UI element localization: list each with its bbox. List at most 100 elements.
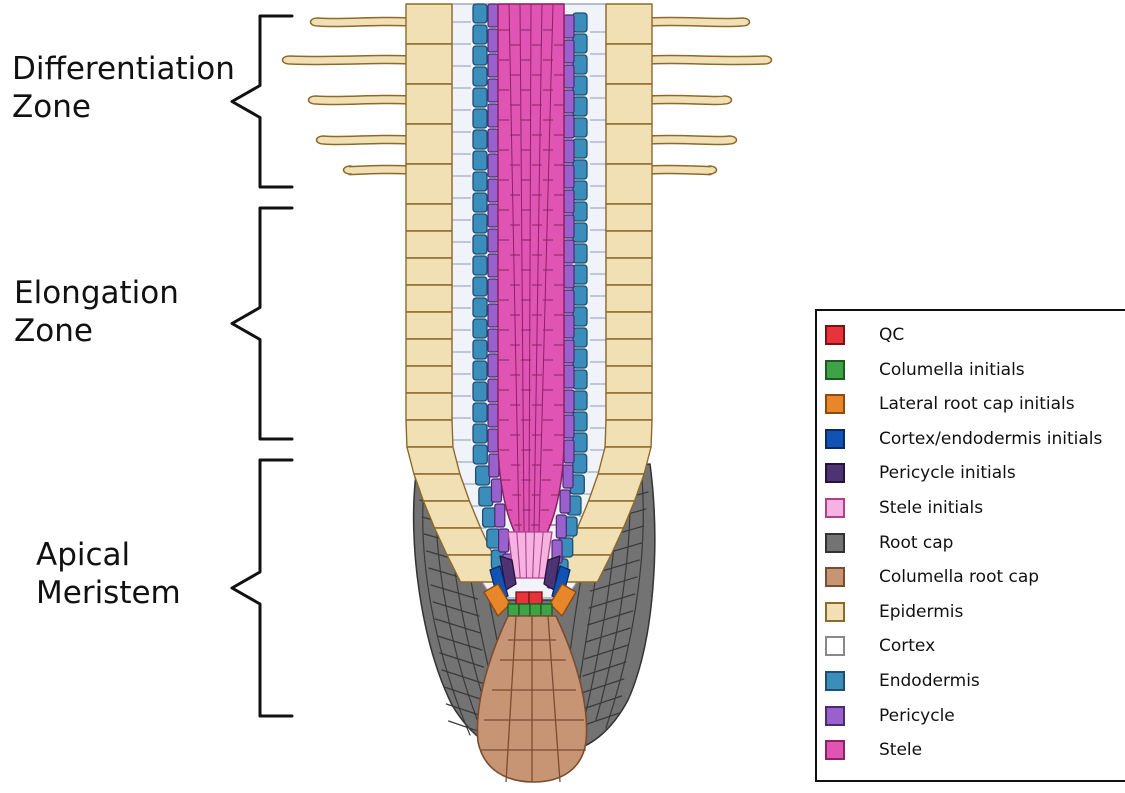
endodermis-cell [473, 361, 487, 380]
endodermis-cell [573, 118, 587, 137]
endodermis-cell [473, 151, 487, 170]
endodermis-cell [573, 76, 587, 95]
qc-cell [516, 592, 529, 604]
endodermis-cell [573, 349, 587, 368]
legend-swatch [825, 533, 845, 553]
epidermis-cell [605, 420, 652, 447]
epidermis-cell [606, 339, 652, 366]
endodermis-cell [573, 139, 587, 158]
legend-label: Columella initials [879, 360, 1025, 380]
epidermis-cell [414, 474, 470, 501]
pericycle-cell [488, 379, 498, 402]
epidermis-cell [406, 312, 452, 339]
root-hair [317, 135, 409, 144]
epidermis-cell [606, 204, 652, 231]
pericycle-cell [564, 265, 574, 288]
endodermis-cell [573, 412, 587, 431]
pericycle-cell [564, 65, 574, 88]
cell-type-legend: QC Columella initialsLateral root cap ini… [815, 309, 1125, 782]
pericycle-cell [488, 254, 498, 277]
legend-item: Epidermis [825, 599, 963, 625]
pericycle-cell [488, 354, 498, 377]
elongation-zone-label: ElongationZone [14, 274, 179, 350]
epidermis-cell [606, 84, 652, 124]
pericycle-cell [564, 190, 574, 213]
endodermis-cell [573, 370, 587, 389]
endodermis-cell [573, 328, 587, 347]
legend-swatch [825, 463, 845, 483]
endodermis-cell [479, 487, 493, 506]
legend-label: QC [879, 325, 904, 345]
pericycle-cell [564, 40, 574, 63]
stele-initials [508, 532, 552, 578]
endodermis-cell [473, 67, 487, 86]
pericycle-cell [488, 204, 498, 227]
legend-label: Stele initials [879, 498, 983, 518]
endodermis-cell [473, 109, 487, 128]
epidermis-cell [406, 393, 452, 420]
legend-label: Stele [879, 740, 922, 760]
epidermis-cell [406, 285, 452, 312]
root-hair [283, 55, 409, 64]
endodermis-cell [473, 214, 487, 233]
epidermis-cell [406, 84, 452, 124]
qc-cell [529, 592, 542, 604]
legend-item: Columella root cap [825, 564, 1039, 590]
epidermis-cell [606, 44, 652, 84]
legend-swatch [825, 394, 845, 414]
endodermis-cell [473, 46, 487, 65]
legend-label: Lateral root cap initials [879, 394, 1075, 414]
legend-label: Cortex/endodermis initials [879, 429, 1102, 449]
pericycle-cell [564, 365, 574, 388]
endodermis-cell [573, 55, 587, 74]
epidermis-cell [406, 231, 452, 258]
pericycle-cell [488, 4, 498, 27]
pericycle-cell [564, 90, 574, 113]
epidermis-cell [606, 393, 652, 420]
pericycle-cell [560, 490, 570, 513]
pericycle-cell [564, 415, 574, 438]
endodermis-cell [473, 256, 487, 275]
legend-item: QC [825, 322, 904, 348]
pericycle-cell [564, 115, 574, 138]
zone-bracket [232, 460, 292, 716]
endodermis-cell [473, 277, 487, 296]
endodermis-cell [573, 391, 587, 410]
endodermis-cell [473, 424, 487, 443]
pericycle-cell [564, 240, 574, 263]
endodermis-cell [473, 193, 487, 212]
endodermis-cell [473, 298, 487, 317]
endodermis-cell [473, 340, 487, 359]
epidermis-cell [406, 339, 452, 366]
endodermis-cell [573, 202, 587, 221]
legend-label: Cortex [879, 636, 935, 656]
pericycle-cell [564, 390, 574, 413]
endodermis-cell [573, 13, 587, 32]
endodermis-cell [473, 25, 487, 44]
pericycle-cell [491, 479, 501, 502]
legend-item: Root cap [825, 530, 953, 556]
epidermis-cell [606, 164, 652, 204]
legend-label: Epidermis [879, 602, 963, 622]
columella-initial-cell [541, 604, 552, 616]
pericycle-cell [488, 29, 498, 52]
legend-label: Columella root cap [879, 567, 1039, 587]
endodermis-cell [473, 4, 487, 23]
zone-bracket [232, 16, 292, 187]
epidermis-cell [598, 447, 651, 474]
legend-swatch [825, 498, 845, 518]
endodermis-cell [473, 403, 487, 422]
endodermis-cell [573, 307, 587, 326]
legend-swatch [825, 671, 845, 691]
columella-initial-cell [519, 604, 530, 616]
pericycle-cell [488, 104, 498, 127]
endodermis-cell [573, 265, 587, 284]
root-hair [650, 95, 732, 104]
legend-swatch [825, 567, 845, 587]
legend-item: Stele initials [825, 495, 983, 521]
legend-swatch [825, 602, 845, 622]
legend-item: Pericycle initials [825, 460, 1016, 486]
legend-item: Endodermis [825, 668, 980, 694]
epidermis-cell [406, 164, 452, 204]
endodermis-cell [573, 181, 587, 200]
